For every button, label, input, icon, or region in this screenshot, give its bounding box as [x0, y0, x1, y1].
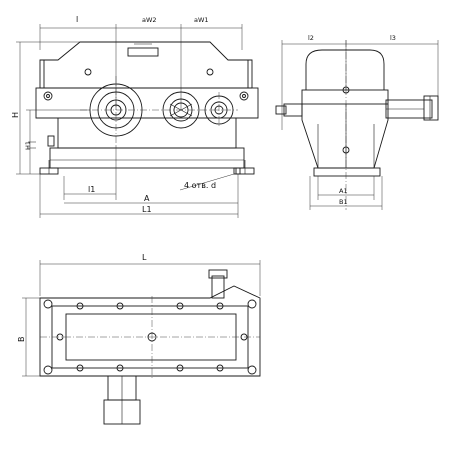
holes-note: 4 отв. d — [184, 181, 216, 190]
dim-aw2-label: aW2 — [142, 16, 157, 24]
dim-aw1-label: aW1 — [194, 16, 209, 24]
dim-h-label: H — [11, 112, 20, 118]
dim-l-label: l — [76, 15, 78, 24]
dim-l3-label: l3 — [390, 34, 396, 42]
dim-a1-label: A1 — [339, 187, 348, 195]
dim-b1-label: B1 — [339, 198, 348, 206]
top-view — [22, 260, 261, 425]
dim-l-total-label: L — [142, 253, 147, 262]
side-view — [275, 40, 439, 210]
dim-l1-total-label: L1 — [142, 205, 152, 214]
dim-l1-label: l1 — [88, 185, 95, 194]
dim-a-label: A — [144, 194, 150, 203]
front-view — [16, 24, 259, 218]
dim-b-label: B — [17, 337, 26, 343]
dim-h1-label: H1 — [24, 141, 32, 150]
dim-l2-label: l2 — [308, 34, 314, 42]
